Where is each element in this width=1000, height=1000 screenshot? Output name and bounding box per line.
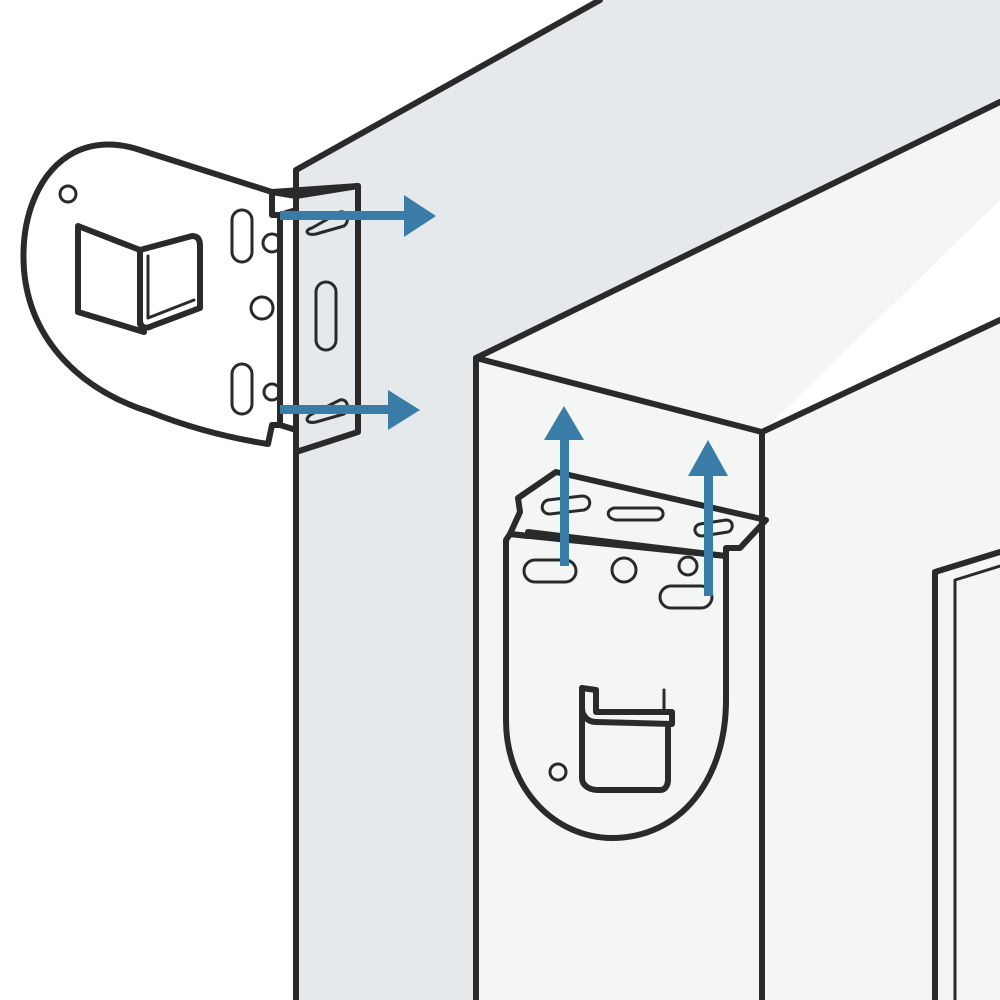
bracket-face-fix-flange-edge (293, 183, 361, 199)
bracket-clip-fold (146, 254, 196, 320)
bracket-top-fix (503, 469, 769, 841)
bracket-face-fix-plate (20, 141, 283, 447)
mount-hole (58, 184, 78, 204)
arrow-up-left (544, 406, 584, 566)
bracket-clip (579, 685, 671, 793)
slot-hole (230, 362, 254, 416)
bracket-clip-tab (579, 685, 675, 727)
recess-top-face (476, 100, 1000, 432)
arrow-right-bottom (280, 390, 420, 430)
window-recess-wall (293, 0, 1000, 1000)
arrow-right-top (280, 195, 436, 237)
mount-hole (262, 382, 282, 402)
flange-slot (314, 280, 338, 352)
flange-slot (693, 518, 734, 538)
frame-front-left-edge (473, 355, 765, 1000)
frame-inner-top-edge (759, 317, 1000, 435)
mount-hole (610, 556, 638, 584)
recess-edge-top (473, 99, 1000, 361)
window-pane (935, 552, 1000, 1000)
bracket-face-fix-flange (269, 183, 361, 455)
window-pane-edge (932, 549, 1000, 1000)
slot-hole (522, 558, 578, 584)
slot-hole (658, 584, 714, 610)
arrow-up-right (688, 440, 728, 596)
bracket-face-fix (20, 141, 361, 455)
frame-front-face (476, 358, 762, 1000)
slot-hole (230, 208, 254, 264)
mount-hole (249, 295, 275, 321)
mount-hole (677, 555, 699, 577)
flange-slot (606, 506, 665, 522)
bracket-clip-tab (137, 233, 203, 331)
window-frame (473, 317, 1000, 1000)
bracket-clip (75, 223, 147, 335)
direction-arrows (280, 195, 728, 596)
window-pane-inner-edge (953, 564, 1000, 1000)
wall-edge-left (293, 0, 603, 1000)
mount-hole (548, 762, 568, 782)
wall-side-face (296, 0, 1000, 1000)
bracket-top-fix-plate (503, 529, 729, 841)
mount-hole (261, 232, 283, 254)
flange-slot (540, 494, 592, 516)
